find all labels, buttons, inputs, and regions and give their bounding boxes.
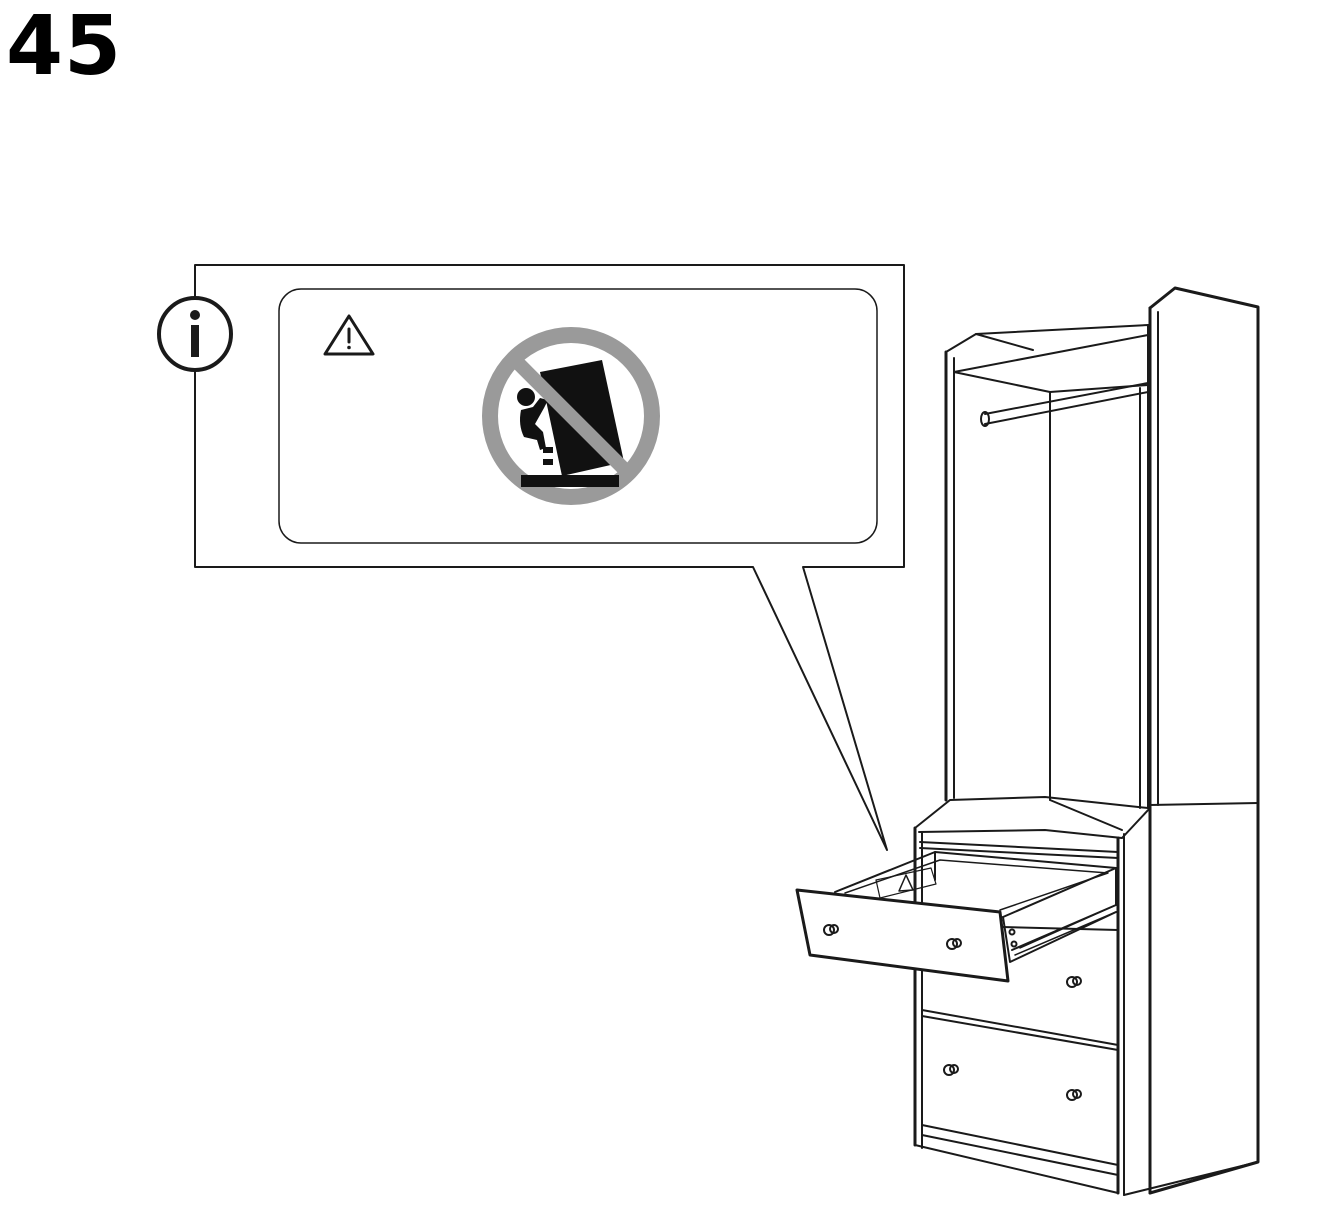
wardrobe: [913, 286, 1260, 1196]
step-number: 45: [6, 0, 123, 94]
warning-triangle-icon: [323, 314, 375, 356]
drawer-knob: [946, 938, 962, 950]
drawer-knob: [1066, 976, 1082, 988]
drawer-knob: [1066, 1089, 1082, 1101]
drawer-knob: [943, 1064, 959, 1076]
no-climbing-icon: [482, 327, 660, 505]
info-icon: [157, 296, 233, 372]
drawer-knob: [823, 924, 839, 936]
warning-triangle-icon: [875, 867, 937, 899]
open-drawer: [795, 851, 1117, 983]
